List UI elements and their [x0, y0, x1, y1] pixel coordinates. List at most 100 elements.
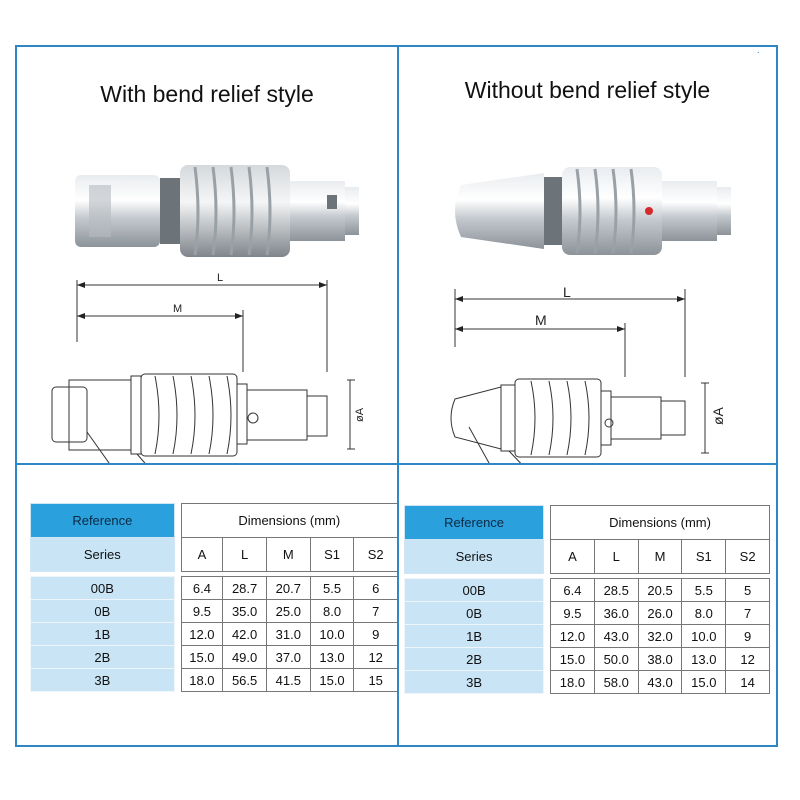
column-header: A	[550, 539, 595, 574]
value-cell: 18.0	[180, 668, 224, 692]
value-cell: 6.4	[180, 576, 224, 600]
column-header: L	[222, 537, 267, 572]
value-cell: 56.5	[222, 668, 267, 692]
table-row: 1B 12.0 42.0 31.0 10.0 9	[30, 622, 398, 646]
series-cell: 1B	[30, 622, 175, 646]
value-cell: 6	[353, 576, 398, 600]
value-cell: 20.7	[265, 576, 311, 600]
reference-header: Reference	[30, 503, 175, 538]
value-cell: 9	[725, 624, 770, 648]
panel-title: Without bend relief style	[464, 77, 711, 103]
value-cell: 28.7	[222, 576, 267, 600]
value-cell: 10.0	[309, 622, 355, 646]
technical-drawing-with-relief: L M øA S2 S1	[51, 272, 366, 472]
value-cell: 6.4	[550, 578, 595, 602]
connector-photo-without-relief	[455, 167, 731, 255]
dimensions-table-with-relief: Reference Dimensions (mm) Series A L M S…	[30, 503, 399, 692]
value-cell: 12	[725, 647, 770, 671]
value-cell: 15.0	[309, 668, 355, 692]
value-cell: 7	[353, 599, 398, 623]
series-header: Series	[403, 539, 545, 574]
value-cell: 9.5	[550, 601, 595, 625]
table-row: 3B 18.0 56.5 41.5 15.0 15	[30, 668, 398, 692]
drawing-label-m: M	[173, 303, 182, 315]
value-cell: 26.0	[637, 601, 683, 625]
panel-title: With bend relief style	[100, 81, 314, 107]
value-cell: 49.0	[222, 645, 267, 669]
series-header: Series	[30, 537, 175, 572]
column-header: S2	[725, 539, 770, 574]
series-cell: 3B	[403, 670, 545, 694]
series-cell: 0B	[30, 599, 175, 623]
series-cell: 00B	[30, 576, 175, 600]
value-cell: 9.5	[180, 599, 224, 623]
drawing-label-a: øA	[354, 407, 366, 422]
value-cell: 18.0	[550, 670, 595, 694]
value-cell: 20.5	[637, 578, 683, 602]
value-cell: 28.5	[593, 578, 639, 602]
table-row: 3B 18.0 58.0 43.0 15.0 14	[403, 670, 770, 694]
table-row: 0B 9.5 35.0 25.0 8.0 7	[30, 599, 398, 623]
value-cell: 37.0	[265, 645, 311, 669]
value-cell: 13.0	[681, 647, 727, 671]
series-cell: 1B	[403, 624, 545, 648]
column-header: M	[265, 537, 311, 572]
value-cell: 25.0	[265, 599, 311, 623]
table-row: 1B 12.0 43.0 32.0 10.0 9	[403, 624, 770, 648]
series-cell: 2B	[30, 645, 175, 669]
value-cell: 5.5	[309, 576, 355, 600]
value-cell: 58.0	[593, 670, 639, 694]
value-cell: 12	[353, 645, 398, 669]
value-cell: 36.0	[593, 601, 639, 625]
connector-photo-with-relief	[75, 165, 359, 257]
value-cell: 43.0	[593, 624, 639, 648]
value-cell: 38.0	[637, 647, 683, 671]
value-cell: 5.5	[681, 578, 727, 602]
value-cell: 14	[725, 670, 770, 694]
value-cell: 15.0	[550, 647, 595, 671]
drawing-label-a: øA	[710, 406, 726, 425]
table-row: 00B 6.4 28.5 20.5 5.5 5	[403, 578, 770, 602]
value-cell: 13.0	[309, 645, 355, 669]
column-header: S1	[681, 539, 727, 574]
column-header: S2	[353, 537, 398, 572]
column-header: L	[593, 539, 639, 574]
series-cell: 2B	[403, 647, 545, 671]
value-cell: 15.0	[180, 645, 224, 669]
value-cell: 12.0	[550, 624, 595, 648]
dimensions-table-without-relief: Reference Dimensions (mm) Series A L M S…	[403, 505, 770, 694]
column-header: S1	[309, 537, 355, 572]
value-cell: 15.0	[681, 670, 727, 694]
value-cell: 5	[725, 578, 770, 602]
column-header: A	[180, 537, 224, 572]
drawing-label-l: L	[217, 272, 223, 284]
table-row: 00B 6.4 28.7 20.7 5.5 6	[30, 576, 398, 600]
dimensions-header: Dimensions (mm)	[180, 503, 399, 538]
panel-with-bend-relief: With bend relief style	[15, 45, 399, 472]
table-row: 2B 15.0 50.0 38.0 13.0 12	[403, 647, 770, 671]
value-cell: 7	[725, 601, 770, 625]
table-row: 2B 15.0 49.0 37.0 13.0 12	[30, 645, 398, 669]
reference-header: Reference	[403, 505, 545, 540]
dimensions-header: Dimensions (mm)	[550, 505, 770, 540]
technical-drawing-without-relief: L M øA S2 S1	[450, 287, 726, 485]
series-cell: 00B	[403, 578, 545, 602]
column-header: M	[637, 539, 683, 574]
panel-table-with-relief: · Reference Dimensions (mm) Series A L M…	[15, 463, 399, 747]
series-cell: 3B	[30, 668, 175, 692]
value-cell: 43.0	[637, 670, 683, 694]
panel-without-bend-relief: · Without bend relief style	[397, 45, 778, 485]
panel-table-without-relief: Reference Dimensions (mm) Series A L M S…	[397, 463, 778, 747]
value-cell: 8.0	[681, 601, 727, 625]
value-cell: 12.0	[180, 622, 224, 646]
table-row: 0B 9.5 36.0 26.0 8.0 7	[403, 601, 770, 625]
value-cell: 50.0	[593, 647, 639, 671]
value-cell: 35.0	[222, 599, 267, 623]
value-cell: 41.5	[265, 668, 311, 692]
value-cell: 31.0	[265, 622, 311, 646]
value-cell: 8.0	[309, 599, 355, 623]
value-cell: 42.0	[222, 622, 267, 646]
corner-dot-icon: ·	[756, 47, 760, 58]
value-cell: 15	[353, 668, 398, 692]
value-cell: 10.0	[681, 624, 727, 648]
